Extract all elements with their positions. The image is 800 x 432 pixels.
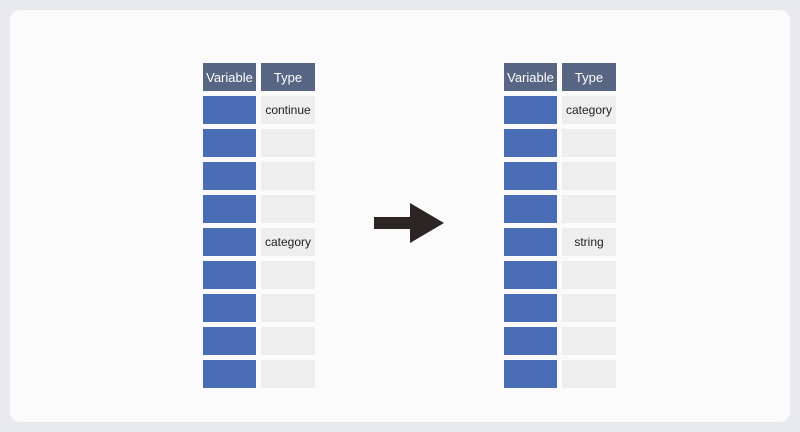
type-cell <box>562 195 616 223</box>
table-row <box>203 360 315 388</box>
variable-cell <box>203 228 256 256</box>
variable-header: Variable <box>203 63 256 91</box>
table-row <box>203 261 315 289</box>
target-table: Variable Type category string <box>504 63 616 393</box>
type-cell <box>261 327 315 355</box>
variable-cell <box>504 195 557 223</box>
type-cell <box>261 162 315 190</box>
variable-cell <box>504 162 557 190</box>
type-cell <box>562 129 616 157</box>
table-row: category <box>504 96 616 124</box>
type-cell <box>261 261 315 289</box>
table-row <box>504 261 616 289</box>
table-row: string <box>504 228 616 256</box>
variable-cell <box>504 294 557 322</box>
variable-header: Variable <box>504 63 557 91</box>
variable-cell <box>203 195 256 223</box>
table-row <box>203 195 315 223</box>
variable-cell <box>203 96 256 124</box>
type-cell: category <box>261 228 315 256</box>
type-header: Type <box>261 63 315 91</box>
type-cell: continue <box>261 96 315 124</box>
table-row <box>504 360 616 388</box>
type-cell <box>261 294 315 322</box>
table-row <box>504 294 616 322</box>
type-cell: category <box>562 96 616 124</box>
type-cell <box>261 195 315 223</box>
variable-cell <box>504 360 557 388</box>
type-cell <box>562 327 616 355</box>
type-cell <box>261 360 315 388</box>
variable-cell <box>504 129 557 157</box>
variable-cell <box>203 294 256 322</box>
table-row <box>504 129 616 157</box>
variable-cell <box>504 327 557 355</box>
type-cell <box>562 261 616 289</box>
variable-cell <box>203 162 256 190</box>
table-row <box>504 327 616 355</box>
table-row <box>203 294 315 322</box>
type-cell <box>562 360 616 388</box>
table-header-row: Variable Type <box>504 63 616 91</box>
table-row: category <box>203 228 315 256</box>
variable-cell <box>203 129 256 157</box>
type-cell: string <box>562 228 616 256</box>
variable-cell <box>504 228 557 256</box>
type-cell <box>562 294 616 322</box>
table-row <box>504 195 616 223</box>
variable-cell <box>504 261 557 289</box>
type-cell <box>562 162 616 190</box>
arrow-right-icon <box>374 203 444 248</box>
table-row <box>203 129 315 157</box>
type-cell <box>261 129 315 157</box>
table-row <box>504 162 616 190</box>
source-table: Variable Type continue category <box>203 63 315 393</box>
table-row <box>203 327 315 355</box>
table-header-row: Variable Type <box>203 63 315 91</box>
type-header: Type <box>562 63 616 91</box>
table-row: continue <box>203 96 315 124</box>
variable-cell <box>504 96 557 124</box>
variable-cell <box>203 360 256 388</box>
table-row <box>203 162 315 190</box>
diagram-card: Variable Type continue category Variable… <box>10 10 790 422</box>
variable-cell <box>203 327 256 355</box>
variable-cell <box>203 261 256 289</box>
